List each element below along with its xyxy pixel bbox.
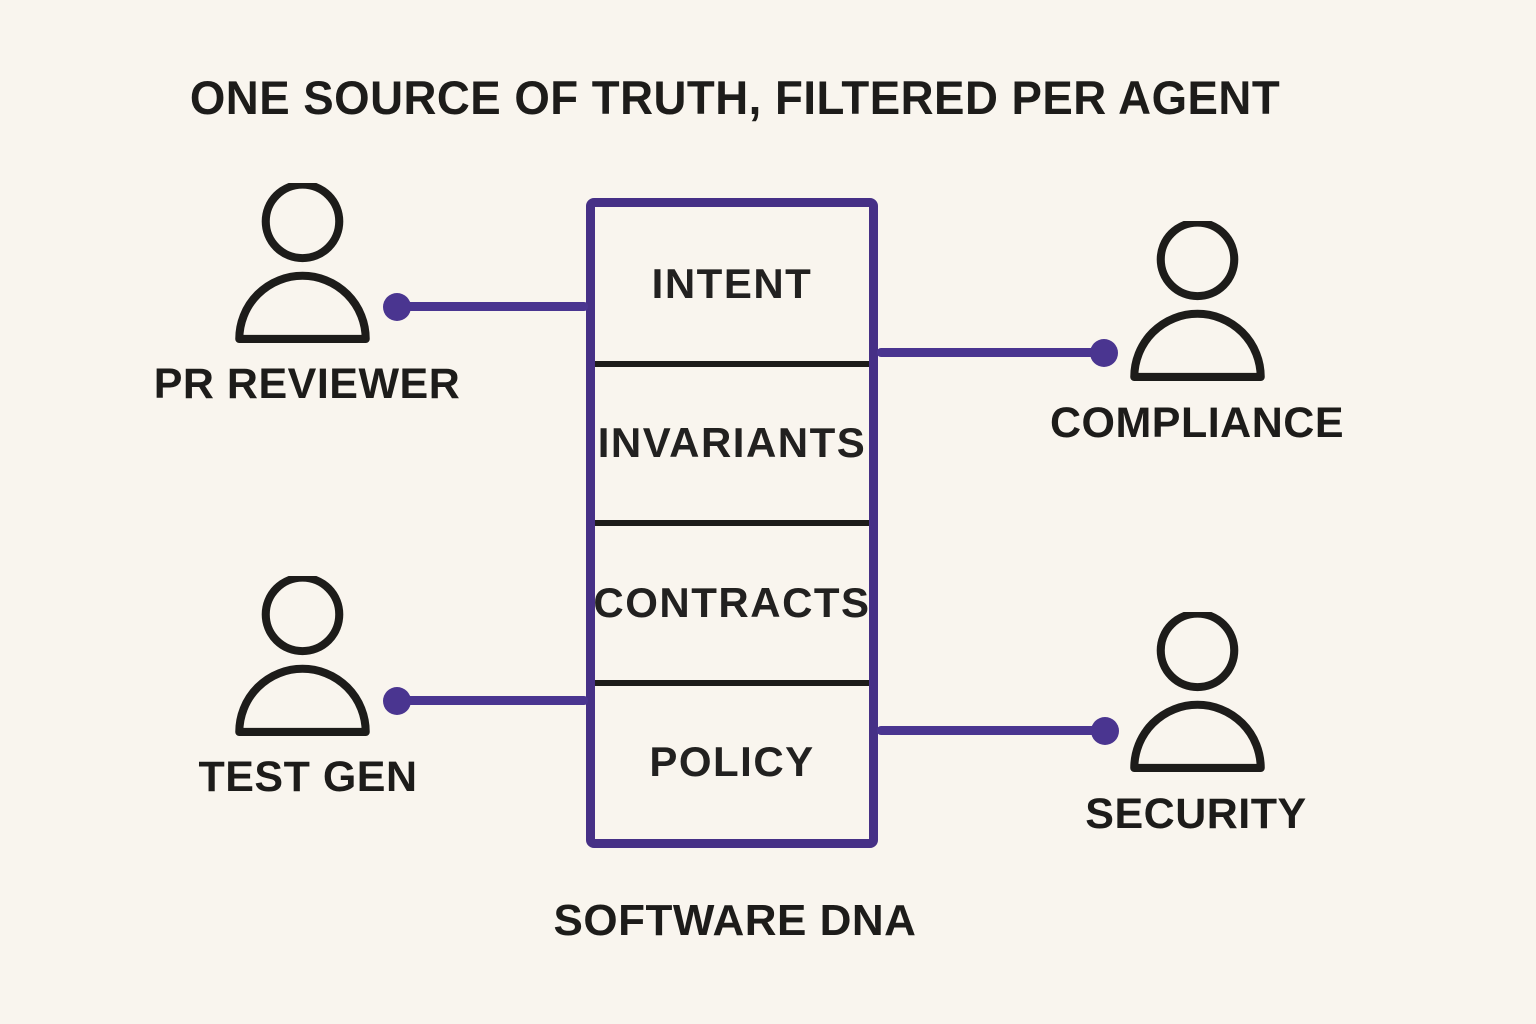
connector-compliance (877, 348, 1104, 357)
dna-section-invariants: INVARIANTS (595, 360, 869, 521)
connector-dot-compliance (1090, 339, 1118, 367)
person-icon-test-gen (229, 573, 376, 738)
connector-dot-security (1091, 717, 1119, 745)
software-dna-caption: SOFTWARE DNA (553, 896, 917, 945)
connector-test-gen (397, 696, 588, 705)
connector-security (877, 726, 1105, 735)
person-icon-pr-reviewer (229, 180, 376, 345)
person-icon-compliance (1124, 218, 1271, 383)
dna-section-policy: POLICY (595, 679, 869, 840)
connector-pr-reviewer (397, 302, 588, 311)
diagram-title: ONE SOURCE OF TRUTH, FILTERED PER AGENT (189, 71, 1281, 124)
connector-dot-test-gen (383, 687, 411, 715)
agent-label-compliance: COMPLIANCE (1049, 399, 1345, 447)
software-dna-box: INTENT INVARIANTS CONTRACTS POLICY (586, 198, 878, 848)
person-icon-security (1124, 609, 1271, 774)
dna-section-intent: INTENT (651, 259, 813, 307)
agent-label-pr-reviewer: PR REVIEWER (153, 360, 461, 408)
connector-dot-pr-reviewer (383, 293, 411, 321)
agent-label-test-gen: TEST GEN (198, 753, 418, 801)
dna-section-contracts: CONTRACTS (593, 520, 869, 680)
agent-label-security: SECURITY (1085, 790, 1307, 838)
